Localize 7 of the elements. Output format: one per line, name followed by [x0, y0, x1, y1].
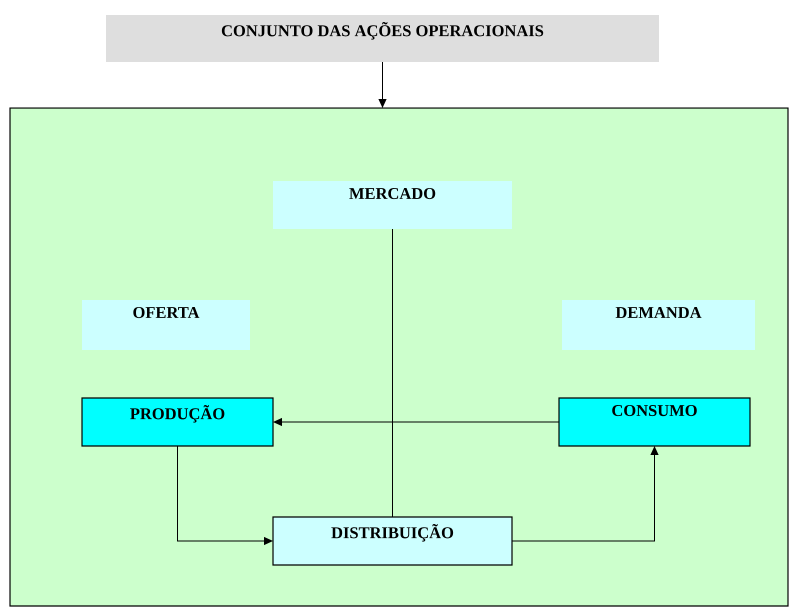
process-box: CONSUMO — [558, 397, 751, 447]
label-box: DEMANDA — [562, 300, 755, 350]
heading-box: CONJUNTO DAS AÇÕES OPERACIONAIS — [106, 15, 659, 62]
label-box: MERCADO — [273, 181, 512, 229]
label-box: OFERTA — [82, 300, 250, 350]
process-box: PRODUÇÃO — [81, 397, 274, 447]
process-box: DISTRIBUIÇÃO — [272, 516, 513, 566]
